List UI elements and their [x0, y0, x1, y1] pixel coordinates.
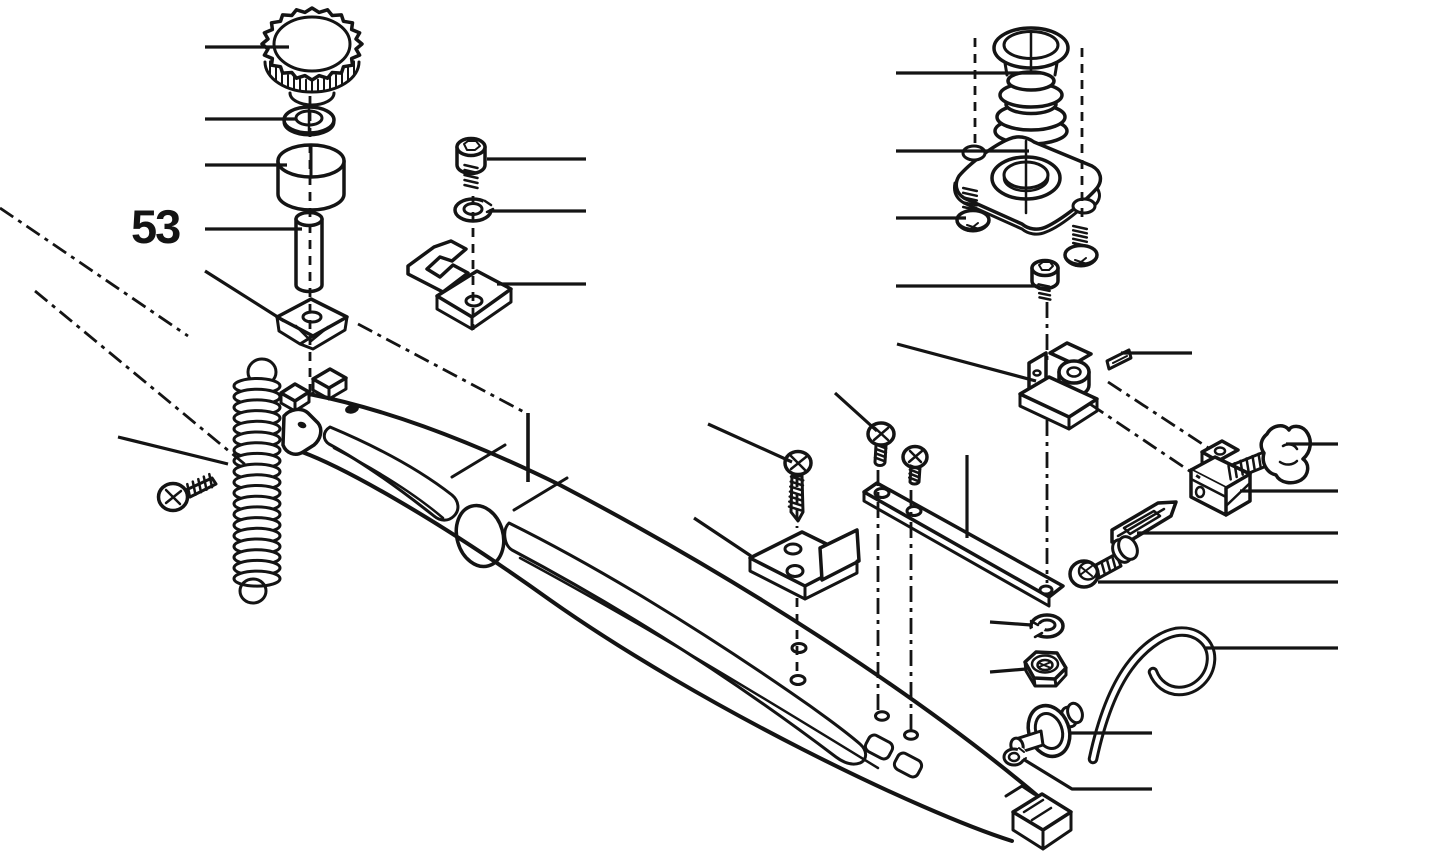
e-ring	[1026, 613, 1065, 639]
knob-dome	[288, 91, 336, 107]
leader-hinge-bracket	[896, 342, 1037, 383]
arm-lower-slot	[503, 521, 868, 766]
spring-anchor-ear	[281, 407, 323, 456]
leader-spring	[117, 435, 229, 466]
thread-hatch	[1038, 661, 1052, 669]
bend-line	[450, 443, 507, 479]
flange-screw-left	[955, 208, 991, 233]
wedge-block	[275, 297, 349, 351]
hex-nut	[1023, 650, 1068, 688]
flat-link-bar	[862, 481, 1065, 608]
leader-lines	[117, 45, 1338, 791]
leader-wedge	[204, 269, 285, 323]
slide-rail	[1110, 500, 1178, 544]
leader-hex-nut	[989, 667, 1027, 674]
phillips-icon	[907, 449, 924, 464]
slide-block	[1189, 439, 1252, 517]
leader-tapping-screw	[707, 422, 793, 464]
hex-socket-icon	[463, 140, 481, 151]
hinge-bracket	[1018, 341, 1099, 431]
phillips-icon	[789, 454, 808, 472]
socket-cap-screw-right	[1030, 258, 1060, 291]
thread-hatch	[186, 163, 1262, 578]
u-clamp-bracket	[406, 239, 513, 331]
phillips-icon	[1074, 257, 1088, 267]
phillips-icon	[164, 488, 183, 506]
rubber-bellows	[992, 26, 1070, 146]
arm-end-block	[1004, 784, 1073, 851]
main-lever-arm	[279, 367, 1041, 843]
hex-socket-icon	[1038, 261, 1054, 271]
lock-washer-left	[453, 197, 497, 223]
arm-oval-hole	[454, 503, 506, 569]
leader-e-clip	[1022, 757, 1152, 791]
projection-centerlines	[0, 38, 1211, 731]
phillips-icon	[966, 222, 980, 232]
leader-l-bracket	[693, 516, 752, 558]
socket-cap-screw-left	[455, 136, 487, 176]
extension-spring	[232, 357, 282, 605]
button-screw-with-washer	[1068, 535, 1139, 589]
phillips-icon	[1079, 565, 1093, 577]
bend-line	[512, 476, 569, 512]
e-clip	[1002, 747, 1029, 767]
knurled-tension-knob	[260, 6, 364, 107]
leader-e-ring	[989, 620, 1032, 627]
spring-bottom-hook	[238, 577, 268, 605]
arm-upper-slot	[322, 425, 460, 522]
part-number-label: 53	[131, 200, 181, 253]
l-bracket	[748, 528, 861, 601]
wire-hook	[1087, 626, 1217, 765]
pan-head-screw-2	[901, 444, 929, 486]
pivot-bushing	[1009, 701, 1084, 759]
flange-screw-right	[1063, 243, 1099, 268]
leader-pan-screws	[833, 391, 879, 433]
